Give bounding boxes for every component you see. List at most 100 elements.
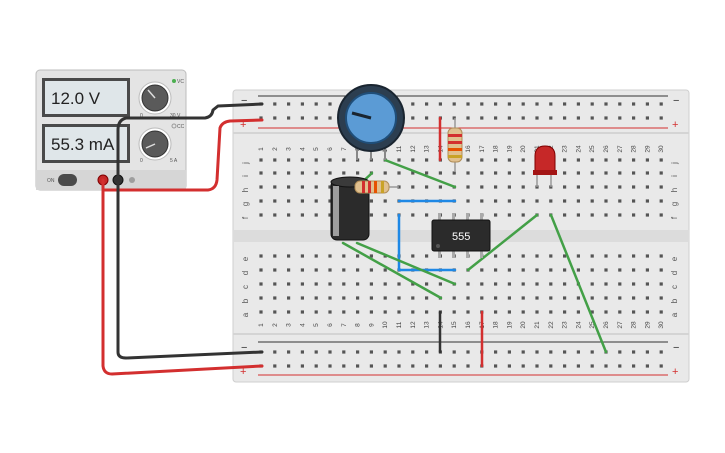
rail-hole[interactable] [273,102,277,106]
terminal-hole[interactable] [480,158,484,162]
wire-red-supply-top[interactable] [101,118,264,192]
rail-hole[interactable] [425,102,429,106]
terminal-hole[interactable] [507,310,511,314]
rail-hole[interactable] [342,350,346,354]
rail-hole[interactable] [300,364,304,368]
rail-hole[interactable] [287,116,291,120]
rail-hole[interactable] [328,350,332,354]
terminal-hole[interactable] [494,282,498,286]
terminal-hole[interactable] [273,254,277,258]
terminal-hole[interactable] [273,296,277,300]
terminal-hole[interactable] [563,254,567,258]
terminal-hole[interactable] [369,254,373,258]
rail-hole[interactable] [549,350,553,354]
terminal-hole[interactable] [287,282,291,286]
terminal-hole[interactable] [314,185,318,189]
terminal-hole[interactable] [342,282,346,286]
terminal-hole[interactable] [549,310,553,314]
terminal-hole[interactable] [563,268,567,272]
terminal-hole[interactable] [273,282,277,286]
wire-red-supply-bottom[interactable] [101,178,264,376]
terminal-hole[interactable] [521,254,525,258]
terminal-hole[interactable] [494,296,498,300]
terminal-hole[interactable] [632,310,636,314]
terminal-hole[interactable] [645,199,649,203]
rail-hole[interactable] [590,116,594,120]
terminal-hole[interactable] [328,296,332,300]
terminal-hole[interactable] [342,296,346,300]
terminal-hole[interactable] [618,185,622,189]
terminal-hole[interactable] [521,296,525,300]
rail-hole[interactable] [659,102,663,106]
rail-hole[interactable] [521,350,525,354]
terminal-hole[interactable] [507,296,511,300]
rail-hole[interactable] [507,116,511,120]
rail-hole[interactable] [314,364,318,368]
rail-hole[interactable] [618,102,622,106]
terminal-hole[interactable] [590,268,594,272]
terminal-hole[interactable] [535,199,539,203]
terminal-hole[interactable] [342,158,346,162]
terminal-hole[interactable] [535,296,539,300]
rail-hole[interactable] [645,102,649,106]
rail-hole[interactable] [549,102,553,106]
terminal-hole[interactable] [645,296,649,300]
wire-black-supply-bottom[interactable] [116,178,264,360]
terminal-hole[interactable] [259,268,263,272]
rail-hole[interactable] [452,116,456,120]
rail-hole[interactable] [411,102,415,106]
terminal-hole[interactable] [590,213,594,217]
terminal-hole[interactable] [576,213,580,217]
terminal-hole[interactable] [383,268,387,272]
rail-hole[interactable] [480,116,484,120]
terminal-hole[interactable] [604,282,608,286]
rail-hole[interactable] [521,364,525,368]
terminal-hole[interactable] [507,185,511,189]
terminal-hole[interactable] [273,199,277,203]
terminal-hole[interactable] [659,158,663,162]
rail-hole[interactable] [549,364,553,368]
terminal-hole[interactable] [632,268,636,272]
terminal-hole[interactable] [425,282,429,286]
terminal-hole[interactable] [356,310,360,314]
rail-hole[interactable] [507,102,511,106]
terminal-hole[interactable] [328,185,332,189]
rail-hole[interactable] [563,364,567,368]
rail-hole[interactable] [632,364,636,368]
rail-hole[interactable] [425,350,429,354]
terminal-hole[interactable] [480,171,484,175]
terminal-hole[interactable] [563,158,567,162]
rail-hole[interactable] [494,364,498,368]
terminal-hole[interactable] [549,199,553,203]
terminal-hole[interactable] [287,171,291,175]
terminal-hole[interactable] [287,158,291,162]
terminal-hole[interactable] [342,254,346,258]
rail-hole[interactable] [521,102,525,106]
terminal-hole[interactable] [466,158,470,162]
terminal-hole[interactable] [480,282,484,286]
terminal-hole[interactable] [259,310,263,314]
rail-hole[interactable] [576,116,580,120]
terminal-hole[interactable] [411,185,415,189]
terminal-hole[interactable] [507,199,511,203]
terminal-hole[interactable] [632,185,636,189]
terminal-hole[interactable] [535,268,539,272]
terminal-hole[interactable] [411,310,415,314]
terminal-hole[interactable] [425,310,429,314]
rail-hole[interactable] [507,350,511,354]
terminal-hole[interactable] [563,199,567,203]
terminal-hole[interactable] [273,310,277,314]
terminal-hole[interactable] [328,171,332,175]
terminal-hole[interactable] [273,268,277,272]
rail-hole[interactable] [659,350,663,354]
terminal-hole[interactable] [411,213,415,217]
terminal-hole[interactable] [480,185,484,189]
terminal-hole[interactable] [328,310,332,314]
terminal-hole[interactable] [356,296,360,300]
terminal-hole[interactable] [452,171,456,175]
terminal-hole[interactable] [466,171,470,175]
wire-black-supply-top[interactable] [116,102,264,182]
rail-hole[interactable] [563,102,567,106]
terminal-hole[interactable] [300,171,304,175]
terminal-hole[interactable] [604,199,608,203]
